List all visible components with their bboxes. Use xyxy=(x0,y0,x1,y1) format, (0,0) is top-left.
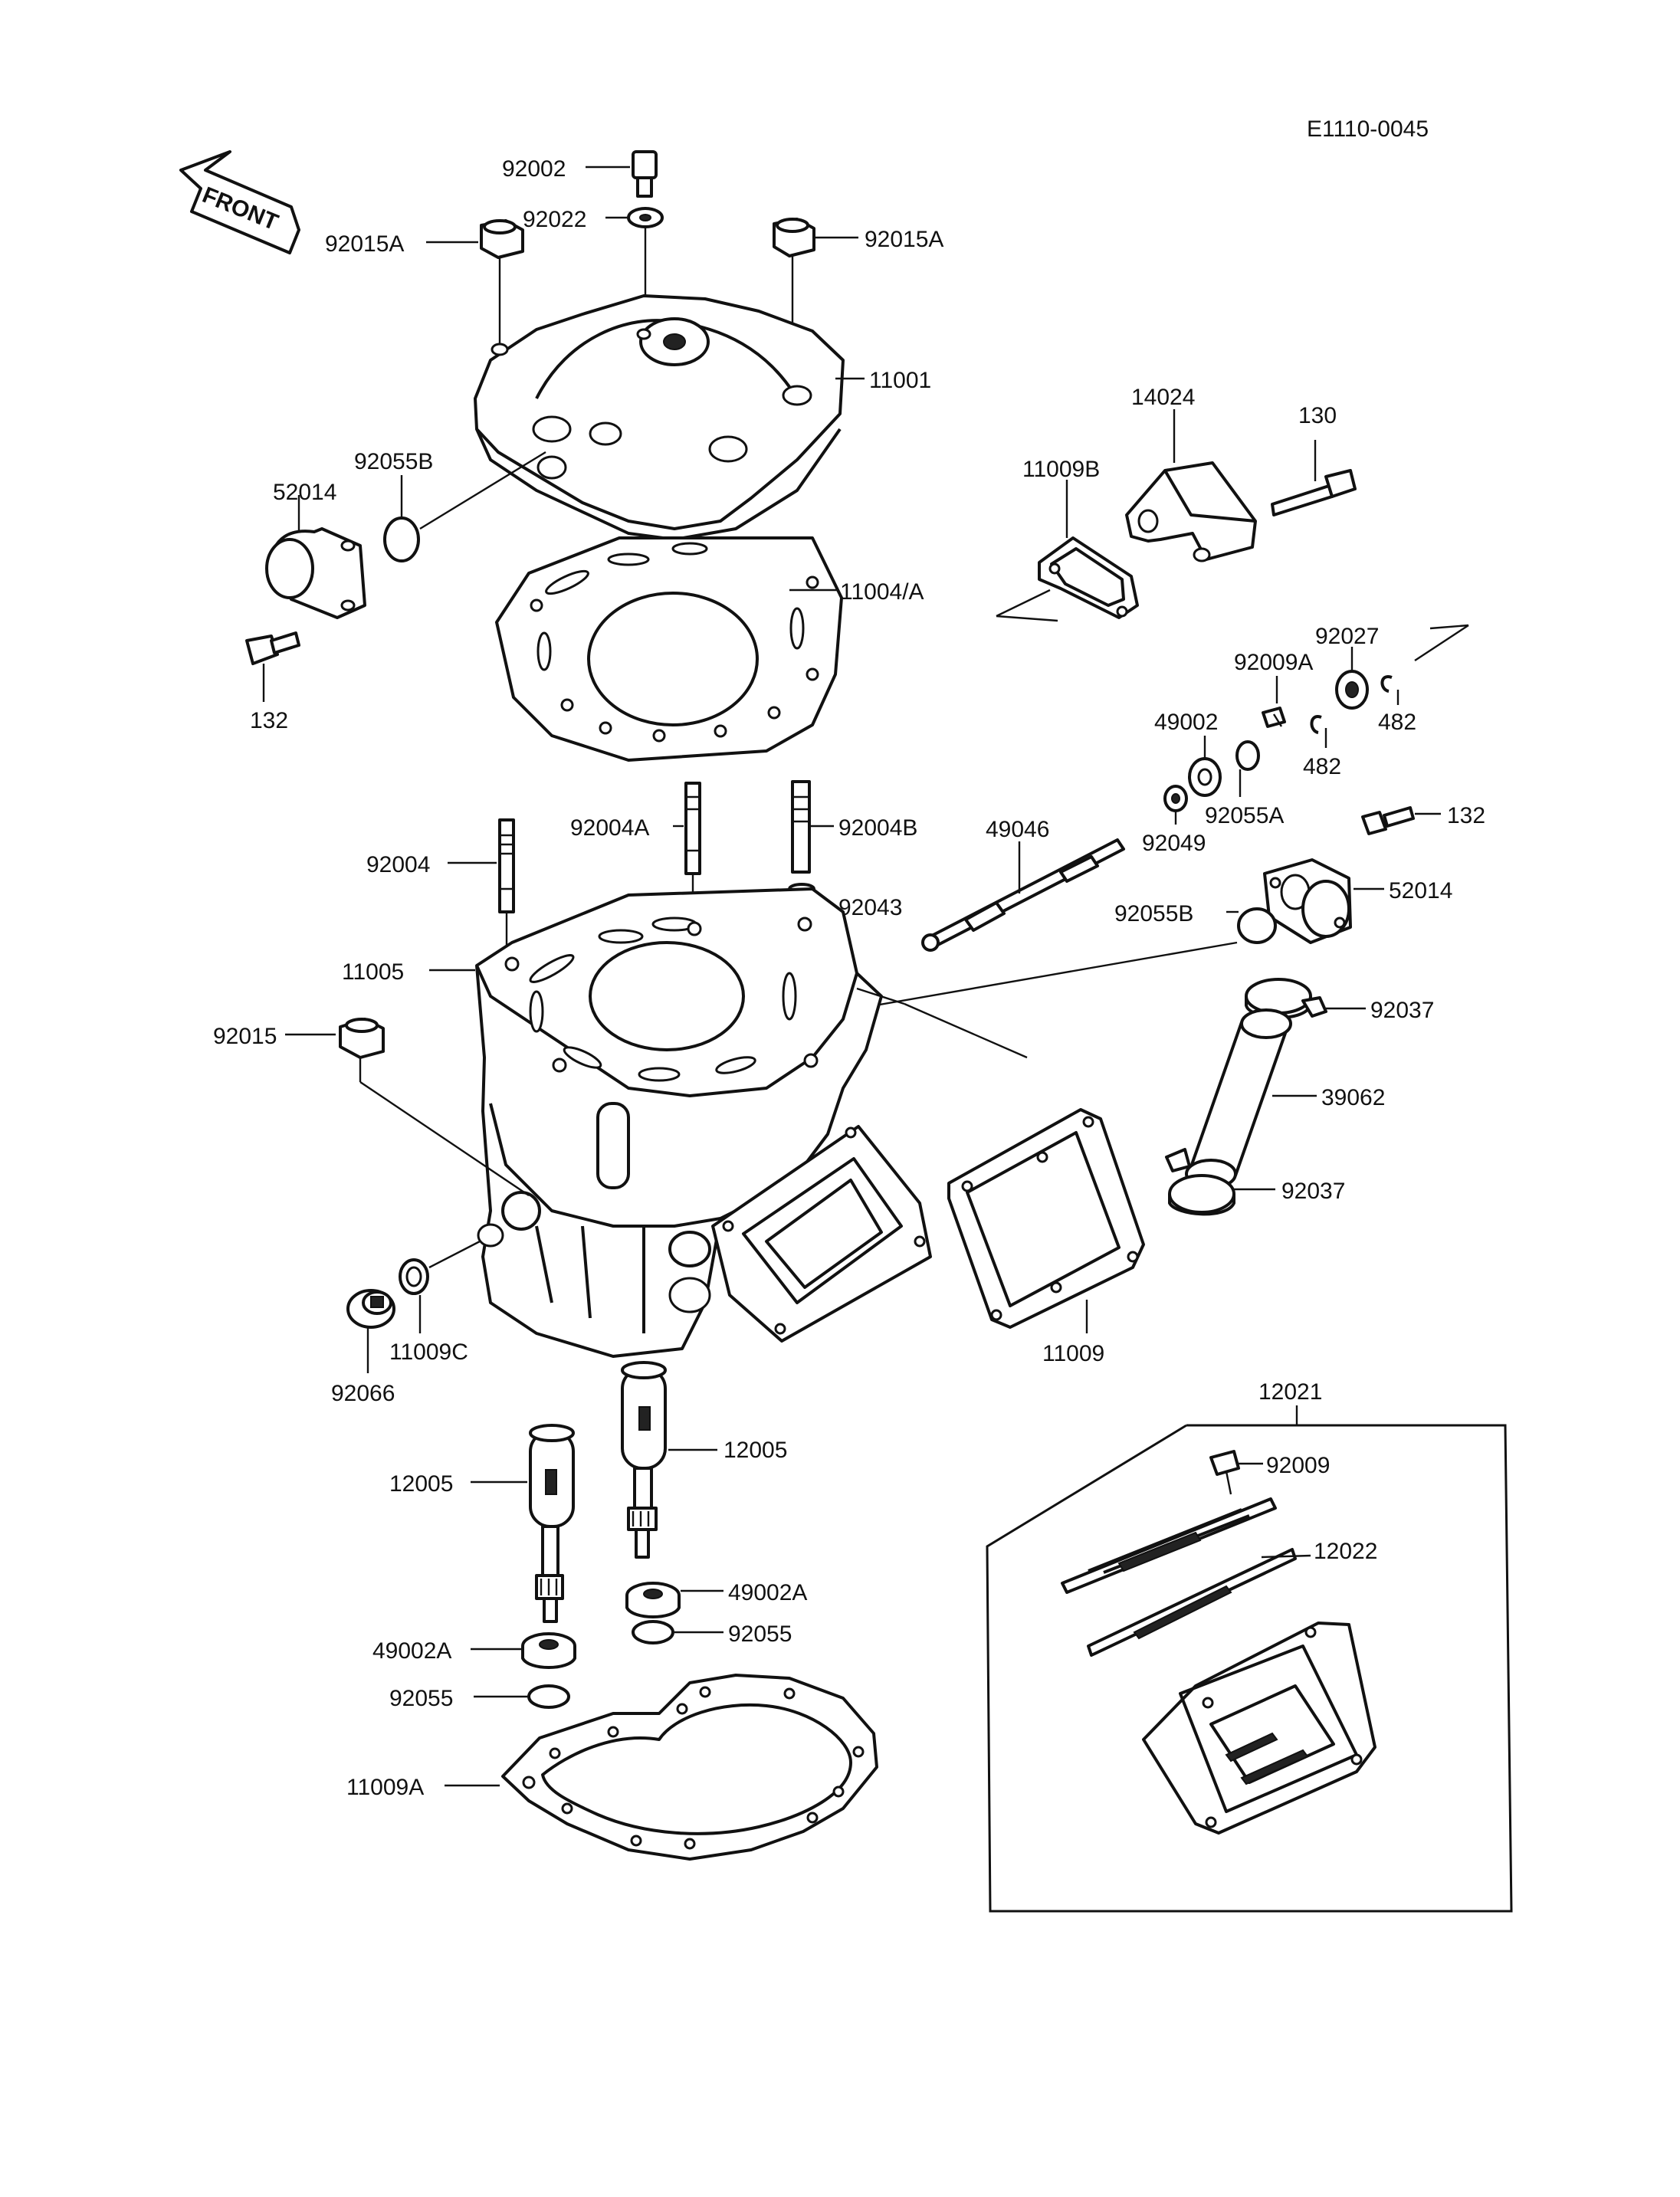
label-52014-left: 52014 xyxy=(273,480,336,505)
label-92027: 92027 xyxy=(1315,624,1379,649)
shaft-49046 xyxy=(921,838,1125,952)
circlip-482-right xyxy=(1380,675,1393,693)
o-ring-92055A xyxy=(1235,740,1260,771)
o-ring-92055-right xyxy=(632,1620,674,1644)
bolt-92002 xyxy=(632,150,658,198)
o-ring-92055-left xyxy=(527,1684,570,1709)
label-39062: 39062 xyxy=(1321,1085,1385,1110)
o-ring-92055B-right xyxy=(1237,907,1277,944)
label-92055-left: 92055 xyxy=(389,1686,453,1711)
label-11009: 11009 xyxy=(1042,1341,1104,1366)
label-11009A: 11009A xyxy=(346,1775,424,1800)
seal-49002A-left xyxy=(521,1632,576,1669)
nut-92015A-left xyxy=(480,219,524,259)
stud-92004A xyxy=(684,782,701,875)
base-gasket-11009A xyxy=(501,1674,878,1861)
label-11009C: 11009C xyxy=(389,1340,468,1365)
label-11004A: 11004/A xyxy=(840,579,924,605)
bushing-92049 xyxy=(1163,785,1188,812)
gasket-11009B xyxy=(1038,536,1139,619)
label-92055B-left: 92055B xyxy=(354,449,433,474)
stud-92004B xyxy=(791,780,811,874)
cap-92027 xyxy=(1335,670,1369,710)
thermostat-cover-52014-left xyxy=(265,527,366,619)
bolt-132-left xyxy=(245,631,300,665)
label-12005-right: 12005 xyxy=(724,1438,787,1463)
label-92004A: 92004A xyxy=(570,815,649,841)
nut-92015 xyxy=(339,1018,385,1059)
reed-block xyxy=(1142,1622,1376,1835)
label-49002A-left: 49002A xyxy=(372,1638,451,1664)
label-130: 130 xyxy=(1298,403,1337,428)
gasket-11009 xyxy=(947,1108,1145,1329)
intake-port-flange xyxy=(711,1125,932,1343)
o-ring-92055B-left xyxy=(383,516,420,562)
washer-11009C xyxy=(399,1258,429,1295)
label-49002: 49002 xyxy=(1154,710,1218,735)
label-92037-top: 92037 xyxy=(1370,998,1434,1023)
label-92066: 92066 xyxy=(331,1381,395,1406)
label-92004B: 92004B xyxy=(838,815,917,841)
label-12021: 12021 xyxy=(1258,1379,1322,1405)
washer-92022 xyxy=(627,207,664,228)
hose-clamp-92037-bottom xyxy=(1165,1148,1235,1216)
label-92055-right: 92055 xyxy=(728,1622,792,1647)
label-92004: 92004 xyxy=(366,852,430,877)
label-92037-bottom: 92037 xyxy=(1281,1179,1345,1204)
label-11005: 11005 xyxy=(342,959,404,985)
plug-92066 xyxy=(346,1289,395,1329)
exhaust-valve-12005-right xyxy=(621,1361,667,1559)
label-92055A: 92055A xyxy=(1205,803,1284,828)
label-52014-right: 52014 xyxy=(1389,878,1452,903)
reed-stopper-plate xyxy=(1061,1497,1277,1594)
front-arrow-icon: FRONT xyxy=(179,150,300,254)
exhaust-valve-12005-left xyxy=(529,1424,575,1623)
label-482-center: 482 xyxy=(1303,754,1341,779)
diagram-id: E1110-0045 xyxy=(1307,116,1429,142)
hose-clamp-92037-top xyxy=(1245,978,1327,1019)
label-14024: 14024 xyxy=(1131,385,1195,410)
label-132-right: 132 xyxy=(1447,803,1485,828)
screw-92009A xyxy=(1262,707,1286,728)
label-92009A: 92009A xyxy=(1234,650,1313,675)
label-482-right: 482 xyxy=(1378,710,1416,735)
thermostat-cover-52014-right xyxy=(1263,858,1352,944)
cylinder-11005 xyxy=(475,887,883,1358)
screw-92009 xyxy=(1209,1450,1240,1495)
label-132-left: 132 xyxy=(250,708,288,733)
label-49002A-right: 49002A xyxy=(728,1580,807,1605)
circlip-482-center xyxy=(1310,715,1322,734)
bolt-132-right xyxy=(1361,806,1415,835)
label-92055B-right: 92055B xyxy=(1114,901,1193,926)
label-92002: 92002 xyxy=(502,156,566,182)
seal-49002A-right xyxy=(625,1582,681,1618)
label-49046: 49046 xyxy=(986,817,1049,842)
label-92015A-left: 92015A xyxy=(325,231,404,257)
stud-92004 xyxy=(498,818,515,913)
label-12005-left: 12005 xyxy=(389,1471,453,1497)
label-92015: 92015 xyxy=(213,1024,277,1049)
hose-39062 xyxy=(1185,1008,1292,1189)
label-92009: 92009 xyxy=(1266,1453,1330,1478)
cover-14024 xyxy=(1125,461,1257,562)
label-92049: 92049 xyxy=(1142,831,1206,856)
label-92022: 92022 xyxy=(523,207,586,232)
reed-petal-12022 xyxy=(1087,1548,1297,1657)
cylinder-head-11001 xyxy=(474,294,845,541)
label-92043: 92043 xyxy=(838,895,902,920)
nut-92015A-right xyxy=(773,218,815,257)
label-11001: 11001 xyxy=(869,368,931,393)
seal-49002 xyxy=(1188,757,1222,797)
reed-valve-assembly-box-12021 xyxy=(986,1424,1513,1913)
head-gasket-11004A xyxy=(495,536,843,762)
label-11009B: 11009B xyxy=(1022,457,1100,482)
label-12022: 12022 xyxy=(1314,1539,1377,1564)
bolt-130 xyxy=(1271,469,1357,516)
label-92015A-right: 92015A xyxy=(865,227,943,252)
